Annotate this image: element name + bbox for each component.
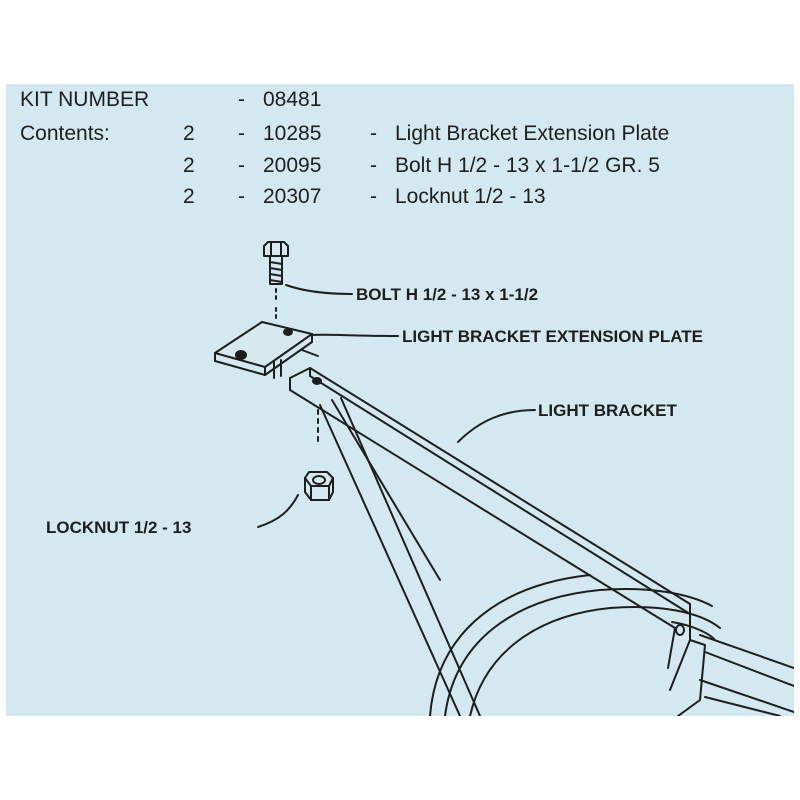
item-part-number: 20307 [263, 185, 322, 208]
item-quantity: 2 [183, 185, 195, 208]
item-description: Light Bracket Extension Plate [395, 122, 670, 145]
locknut-illustration [304, 409, 334, 501]
trailer-frame-rails [671, 621, 794, 716]
kit-number-dash: - [238, 88, 245, 111]
item-dash: - [238, 154, 245, 177]
item-dash-2: - [370, 122, 377, 145]
light-bracket-arm [289, 367, 706, 716]
item-part-number: 10285 [263, 122, 322, 145]
bolt-callout-label: BOLT H 1/2 - 13 x 1-1/2 [356, 285, 538, 304]
contents-label: Contents: [20, 122, 110, 145]
item-quantity: 2 [183, 122, 195, 145]
item-quantity: 2 [183, 154, 195, 177]
parts-list: KIT NUMBER - 08481 Contents: 2 - 10285 -… [20, 88, 790, 218]
bracket-support-strut [319, 397, 481, 716]
kit-number-value: 08481 [263, 88, 322, 111]
plate-callout-label: LIGHT BRACKET EXTENSION PLATE [402, 327, 703, 346]
item-dash-2: - [370, 185, 377, 208]
item-description: Bolt H 1/2 - 13 x 1-1/2 GR. 5 [395, 154, 660, 177]
bracket-callout-label: LIGHT BRACKET [538, 401, 677, 420]
extension-plate [214, 321, 319, 379]
locknut-callout-label: LOCKNUT 1/2 - 13 [46, 518, 191, 537]
item-part-number: 20095 [263, 154, 322, 177]
callout-leader-lines [257, 284, 536, 528]
bolt-illustration [263, 241, 289, 321]
item-description: Locknut 1/2 - 13 [395, 185, 546, 208]
item-dash-2: - [370, 154, 377, 177]
kit-number-label: KIT NUMBER [20, 88, 150, 111]
diagram-sheet-background [6, 84, 794, 716]
item-dash: - [238, 122, 245, 145]
item-dash: - [238, 185, 245, 208]
